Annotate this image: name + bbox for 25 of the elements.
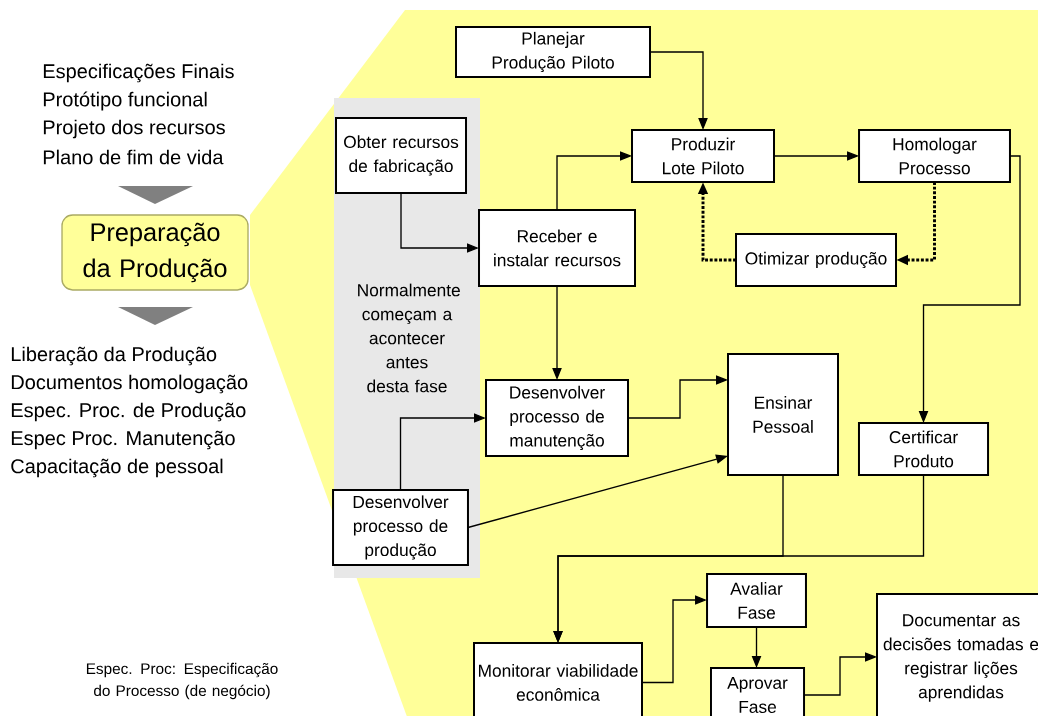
list-item: Plano de fim de vida <box>43 149 224 165</box>
process-box: Otimizar produção <box>735 233 897 287</box>
list-item: Espec. Proc. de Produção <box>11 402 246 422</box>
process-box: Monitorar viabilidade econômica <box>473 642 643 716</box>
list-item: Projeto dos recursos <box>43 119 225 139</box>
process-box: Desenvolver processo de manutenção <box>485 379 629 457</box>
list-item: Protótipo funcional <box>43 91 207 111</box>
footnote: Espec. Proc: Especificação do Processo (de negócio) <box>86 662 278 700</box>
process-box: Receber e instalar recursos <box>478 209 636 287</box>
list-item: Especificações Finais <box>43 63 234 83</box>
phase-box: Preparação da Produção <box>61 214 249 291</box>
process-box: Planejar Produção Piloto <box>455 26 651 78</box>
list-item: Capacitação de pessoal <box>11 458 223 478</box>
process-box: Homologar Processo <box>858 129 1011 183</box>
process-box: Avaliar Fase <box>706 572 807 629</box>
process-box: Aprovar Fase <box>709 667 806 716</box>
process-box: Ensinar Pessoal <box>727 352 839 477</box>
process-box: Certificar Produto <box>858 422 990 476</box>
list-item: Documentos homologação <box>11 374 248 394</box>
process-box: Produzir Lote Piloto <box>631 129 775 183</box>
process-box: Obter recursos de fabricação <box>335 117 467 194</box>
list-item: Espec Proc. Manutenção <box>11 430 235 450</box>
list-item: Liberação da Produção <box>11 346 217 366</box>
process-box: Desenvolver processo de produção <box>332 489 469 566</box>
process-box: Documentar as decisões tomadas e registrar lições aprendidas <box>876 593 1038 716</box>
